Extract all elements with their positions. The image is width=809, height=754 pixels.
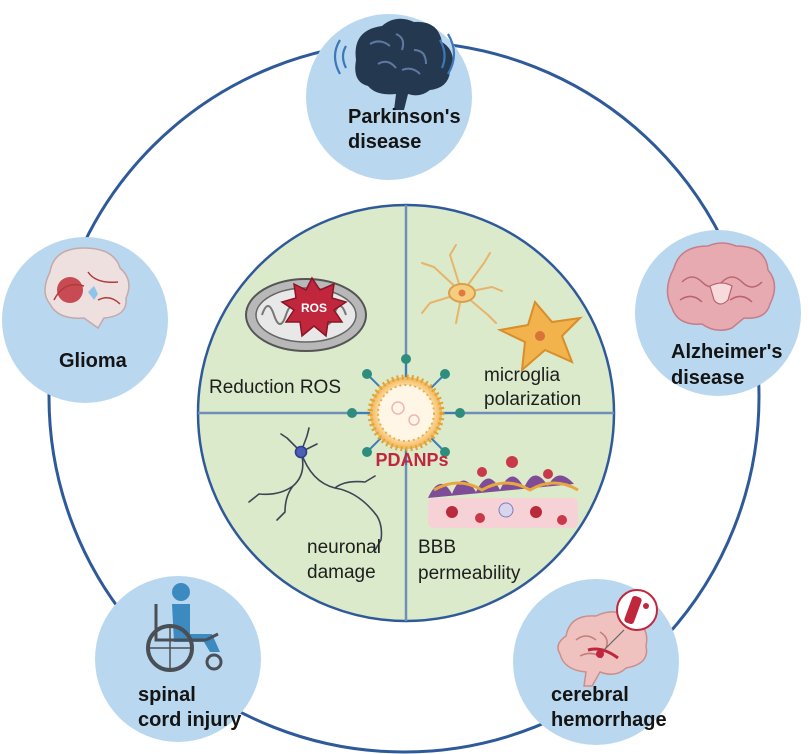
mitochondria-icon: ROS — [245, 276, 367, 352]
node-alzheimers: Alzheimer's disease — [635, 230, 801, 396]
parkinsons-label-line2: disease — [348, 131, 421, 153]
node-cerebral: cerebral hemorrhage — [513, 579, 679, 745]
cerebral-label-line2: hemorrhage — [551, 709, 667, 731]
node-parkinsons: Parkinson's disease — [306, 14, 472, 180]
wheelchair-icon — [146, 583, 223, 672]
bbb-icon — [428, 456, 579, 528]
bbb-permeability-line1: BBB — [418, 537, 456, 558]
activated-microglia-icon — [496, 299, 583, 373]
cerebral-label-line1: cerebral — [551, 684, 629, 706]
spinal-label-line2: cord injury — [138, 709, 242, 731]
nanoparticle-icon — [347, 354, 465, 465]
center-panel: ROS Reduction ROS microglia polarization… — [196, 203, 616, 623]
parkinsons-label-line1: Parkinson's — [348, 106, 461, 128]
microglia-polarization-line2: polarization — [484, 389, 581, 410]
microglia-icon — [421, 244, 503, 324]
brain-icon — [333, 18, 456, 110]
pdanps-label: PDANPs — [375, 450, 448, 470]
alzheimers-label-line1: Alzheimer's — [671, 341, 782, 363]
alzheimers-label-line2: disease — [671, 367, 744, 389]
brain-section-icon — [666, 242, 776, 331]
brain-tumor-icon — [44, 247, 130, 330]
ros-text: ROS — [301, 301, 327, 315]
spinal-label-line1: spinal — [138, 684, 196, 706]
node-glioma: Glioma — [2, 237, 168, 403]
ros-burst-icon — [280, 276, 348, 338]
node-spinal: spinal cord injury — [95, 576, 261, 742]
microglia-polarization-line1: microglia — [484, 365, 560, 386]
glioma-label: Glioma — [59, 350, 128, 372]
bbb-permeability-line2: permeability — [418, 563, 521, 584]
neuronal-damage-line1: neuronal — [307, 537, 381, 558]
neuron-icon — [248, 427, 383, 551]
reduction-ros-label: Reduction ROS — [209, 377, 341, 398]
neuronal-damage-line2: damage — [307, 562, 376, 583]
brain-hemorrhage-icon — [557, 589, 658, 687]
